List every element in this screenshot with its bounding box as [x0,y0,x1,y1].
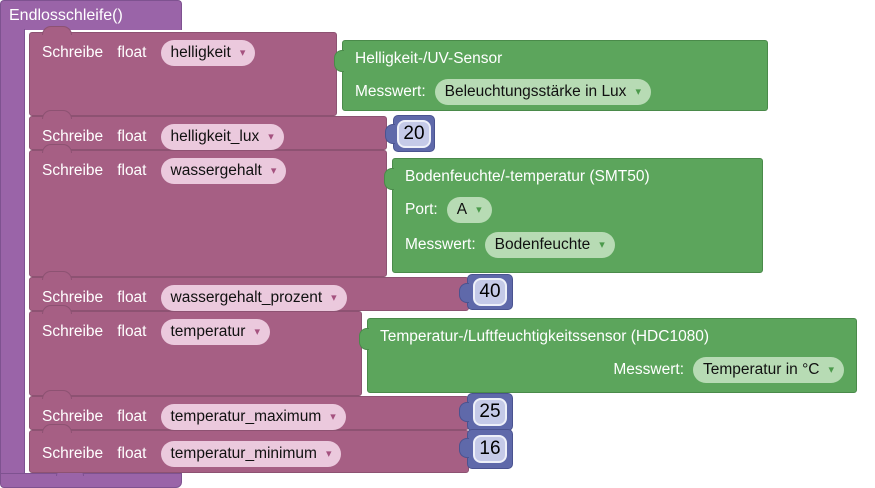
write-variable-block[interactable]: Schreibe float wassergehalt ▾ [29,144,387,277]
sensor-block-temperature[interactable]: Temperatur-/Luftfeuchtigkeitssensor (HDC… [359,318,857,393]
variable-dropdown[interactable]: helligkeit ▾ [160,40,256,66]
keyword-label: Schreibe [42,128,104,145]
port-dropdown[interactable]: A ▾ [446,197,492,223]
variable-name: temperatur [170,323,246,340]
variable-dropdown[interactable]: temperatur_minimum ▾ [160,441,342,467]
connector-tab [459,438,469,458]
chevron-down-icon: ▾ [635,85,641,98]
measurement-value: Bodenfeuchte [494,236,591,253]
loop-block-header[interactable]: Endlosschleife() [0,0,182,30]
connector-notch [42,271,72,280]
connector-tab [385,124,395,144]
connector-notch [42,305,72,314]
sensor-block-brightness[interactable]: Helligkeit-/UV-Sensor Messwert: Beleucht… [334,40,768,111]
loop-block-left-wall[interactable] [0,29,25,474]
write-variable-block[interactable]: Schreibe float helligkeit_lux ▾ [29,110,387,150]
keyword-label: Schreibe [42,408,104,425]
variable-name: wassergehalt_prozent [170,289,323,306]
measurement-dropdown[interactable]: Bodenfeuchte ▾ [484,232,615,258]
chevron-down-icon: ▾ [325,447,332,460]
write-variable-block[interactable]: Schreibe float temperatur_maximum ▾ [29,390,469,430]
variable-name: helligkeit [170,44,231,61]
type-label: float [117,44,147,61]
sensor-block-soil[interactable]: Bodenfeuchte/-temperatur (SMT50) Port: A… [384,158,763,273]
number-value-block[interactable]: 20 [385,115,435,152]
keyword-label: Schreibe [42,44,104,61]
field-label: Port: [405,201,438,218]
measurement-value: Temperatur in °C [703,361,820,378]
connector-tab [459,402,469,422]
measurement-dropdown[interactable]: Beleuchtungsstärke in Lux ▾ [434,79,651,105]
variable-name: temperatur_maximum [170,408,322,425]
type-label: float [117,323,147,340]
chevron-down-icon: ▾ [331,291,337,304]
variable-name: helligkeit_lux [170,128,260,145]
variable-dropdown[interactable]: temperatur ▾ [160,319,270,345]
variable-name: temperatur_minimum [170,445,317,462]
type-label: float [117,128,147,145]
connector-tab [359,328,369,350]
chevron-down-icon: ▾ [268,130,274,143]
connector-notch [42,144,72,153]
variable-dropdown[interactable]: helligkeit_lux ▾ [160,124,284,150]
loop-label: Endlosschleife() [9,7,123,24]
connector-tab [459,283,469,303]
number-input[interactable]: 40 [473,278,507,306]
number-value-block[interactable]: 16 [459,429,513,469]
connector-tab [384,168,394,190]
field-label: Messwert: [613,361,684,378]
connector-notch [42,110,72,119]
chevron-down-icon: ▾ [254,325,260,338]
type-label: float [117,289,147,306]
write-variable-block[interactable]: Schreibe float temperatur_minimum ▾ [29,424,469,473]
sensor-title: Helligkeit-/UV-Sensor [355,50,503,67]
chevron-down-icon: ▾ [476,203,482,216]
field-label: Messwert: [355,83,426,100]
type-label: float [117,445,147,462]
write-variable-block[interactable]: Schreibe float temperatur ▾ [29,305,362,396]
sensor-title: Temperatur-/Luftfeuchtigkeitssensor (HDC… [380,328,710,345]
number-input[interactable]: 20 [397,119,431,148]
loop-block-foot[interactable] [0,468,182,488]
number-value-block[interactable]: 40 [459,274,513,310]
chevron-down-icon: ▾ [270,164,277,177]
write-variable-block[interactable]: Schreibe float helligkeit ▾ [29,26,337,116]
keyword-label: Schreibe [42,323,104,340]
connector-notch [42,390,72,399]
write-variable-block[interactable]: Schreibe float wassergehalt_prozent ▾ [29,271,469,311]
chevron-down-icon: ▾ [239,46,246,59]
keyword-label: Schreibe [42,289,104,306]
keyword-label: Schreibe [42,445,104,462]
number-input[interactable]: 25 [473,398,507,426]
type-label: float [117,408,147,425]
chevron-down-icon: ▾ [330,410,336,423]
connector-tab [334,50,344,72]
variable-dropdown[interactable]: wassergehalt_prozent ▾ [160,285,347,311]
variable-dropdown[interactable]: wassergehalt ▾ [160,158,287,184]
chevron-down-icon: ▾ [828,363,834,376]
type-label: float [117,162,147,179]
connector-notch [42,424,72,433]
variable-name: wassergehalt [170,162,262,179]
measurement-value: Beleuchtungsstärke in Lux [444,83,627,100]
measurement-dropdown[interactable]: Temperatur in °C ▾ [693,357,844,383]
number-input[interactable]: 16 [473,435,507,463]
field-label: Messwert: [405,236,476,253]
variable-dropdown[interactable]: temperatur_maximum ▾ [160,404,346,430]
keyword-label: Schreibe [42,162,104,179]
connector-notch [42,26,72,35]
number-value-block[interactable]: 25 [459,393,513,431]
sensor-title: Bodenfeuchte/-temperatur (SMT50) [405,168,650,185]
port-value: A [456,201,468,218]
chevron-down-icon: ▾ [599,238,605,251]
